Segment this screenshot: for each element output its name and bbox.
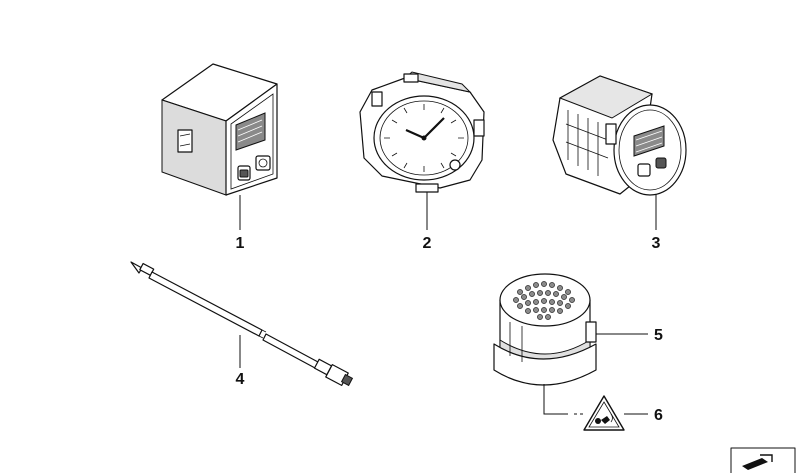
callout-3: 3 — [652, 235, 661, 252]
callout-5: 5 — [654, 327, 663, 344]
callout-1: 1 — [236, 235, 245, 252]
corner-navigation-icon[interactable] — [730, 447, 796, 473]
part-1-display-module[interactable] — [161, 63, 278, 196]
part-5-speaker[interactable] — [493, 273, 597, 386]
part-4-antenna-cable[interactable] — [130, 261, 354, 387]
leader-line-6-left — [543, 384, 568, 415]
callout-2: 2 — [423, 235, 432, 252]
part-6-warning-label[interactable] — [583, 395, 625, 431]
part-3-round-display-module[interactable] — [552, 75, 687, 196]
speaker-grille-holes — [513, 281, 575, 320]
callout-6: 6 — [654, 407, 663, 424]
part-2-analog-clock[interactable] — [359, 71, 485, 193]
callout-4: 4 — [236, 371, 245, 388]
